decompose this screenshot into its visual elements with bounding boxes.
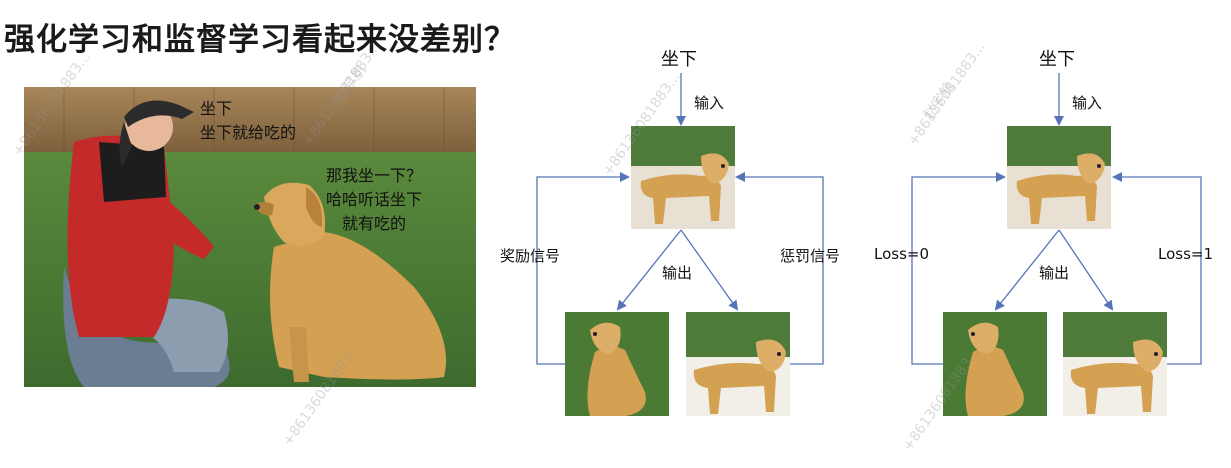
trainer-figure xyxy=(63,100,230,387)
left-dog-standing-image xyxy=(631,126,735,229)
left-penalty-label: 惩罚信号 xyxy=(780,247,841,265)
left-output-arrow-a xyxy=(616,229,682,311)
page-title: 强化学习和监督学习看起来没差别？ xyxy=(4,22,516,58)
right-output-arrow-b xyxy=(1058,229,1114,311)
right-loss1-label: Loss=1 xyxy=(1158,245,1214,263)
left-input-label: 输入 xyxy=(694,94,725,112)
left-output-arrow-b xyxy=(680,229,739,311)
trainer-speech: 坐下 坐下就给吃的 xyxy=(200,97,296,145)
left-dog-standing-image-2 xyxy=(686,312,790,416)
trainer-speech-line-1: 坐下 xyxy=(200,99,233,118)
right-input-label: 输入 xyxy=(1072,94,1103,112)
right-output-arrow-a xyxy=(994,229,1060,311)
dog-speech-line-1: 那我坐一下？ xyxy=(326,166,423,185)
right-dog-standing-image-2 xyxy=(1063,312,1167,416)
left-dog-sitting-image xyxy=(565,312,669,416)
dog-speech-line-3: 就有吃的 xyxy=(342,214,407,233)
right-dog-standing-image xyxy=(1007,126,1111,229)
left-reward-loop xyxy=(536,172,630,365)
right-dog-sitting-image xyxy=(943,312,1047,416)
right-loss0-loop xyxy=(911,172,1006,365)
left-command-label: 坐下 xyxy=(661,49,697,70)
trainer-speech-line-2: 坐下就给吃的 xyxy=(200,123,297,142)
left-output-label: 输出 xyxy=(662,264,693,282)
dog-sitting-figure xyxy=(254,182,446,382)
right-loss0-label: Loss=0 xyxy=(874,245,930,263)
left-reward-label: 奖励信号 xyxy=(500,247,561,265)
dog-speech: 那我坐一下？ 哈哈听话坐下 就有吃的 xyxy=(326,164,422,236)
left-penalty-loop xyxy=(735,172,824,365)
right-output-label: 输出 xyxy=(1039,264,1070,282)
right-loss1-loop xyxy=(1112,172,1202,365)
dog-speech-line-2: 哈哈听话坐下 xyxy=(326,190,423,209)
trainer-dog-photo xyxy=(24,87,476,387)
right-command-label: 坐下 xyxy=(1039,49,1075,70)
